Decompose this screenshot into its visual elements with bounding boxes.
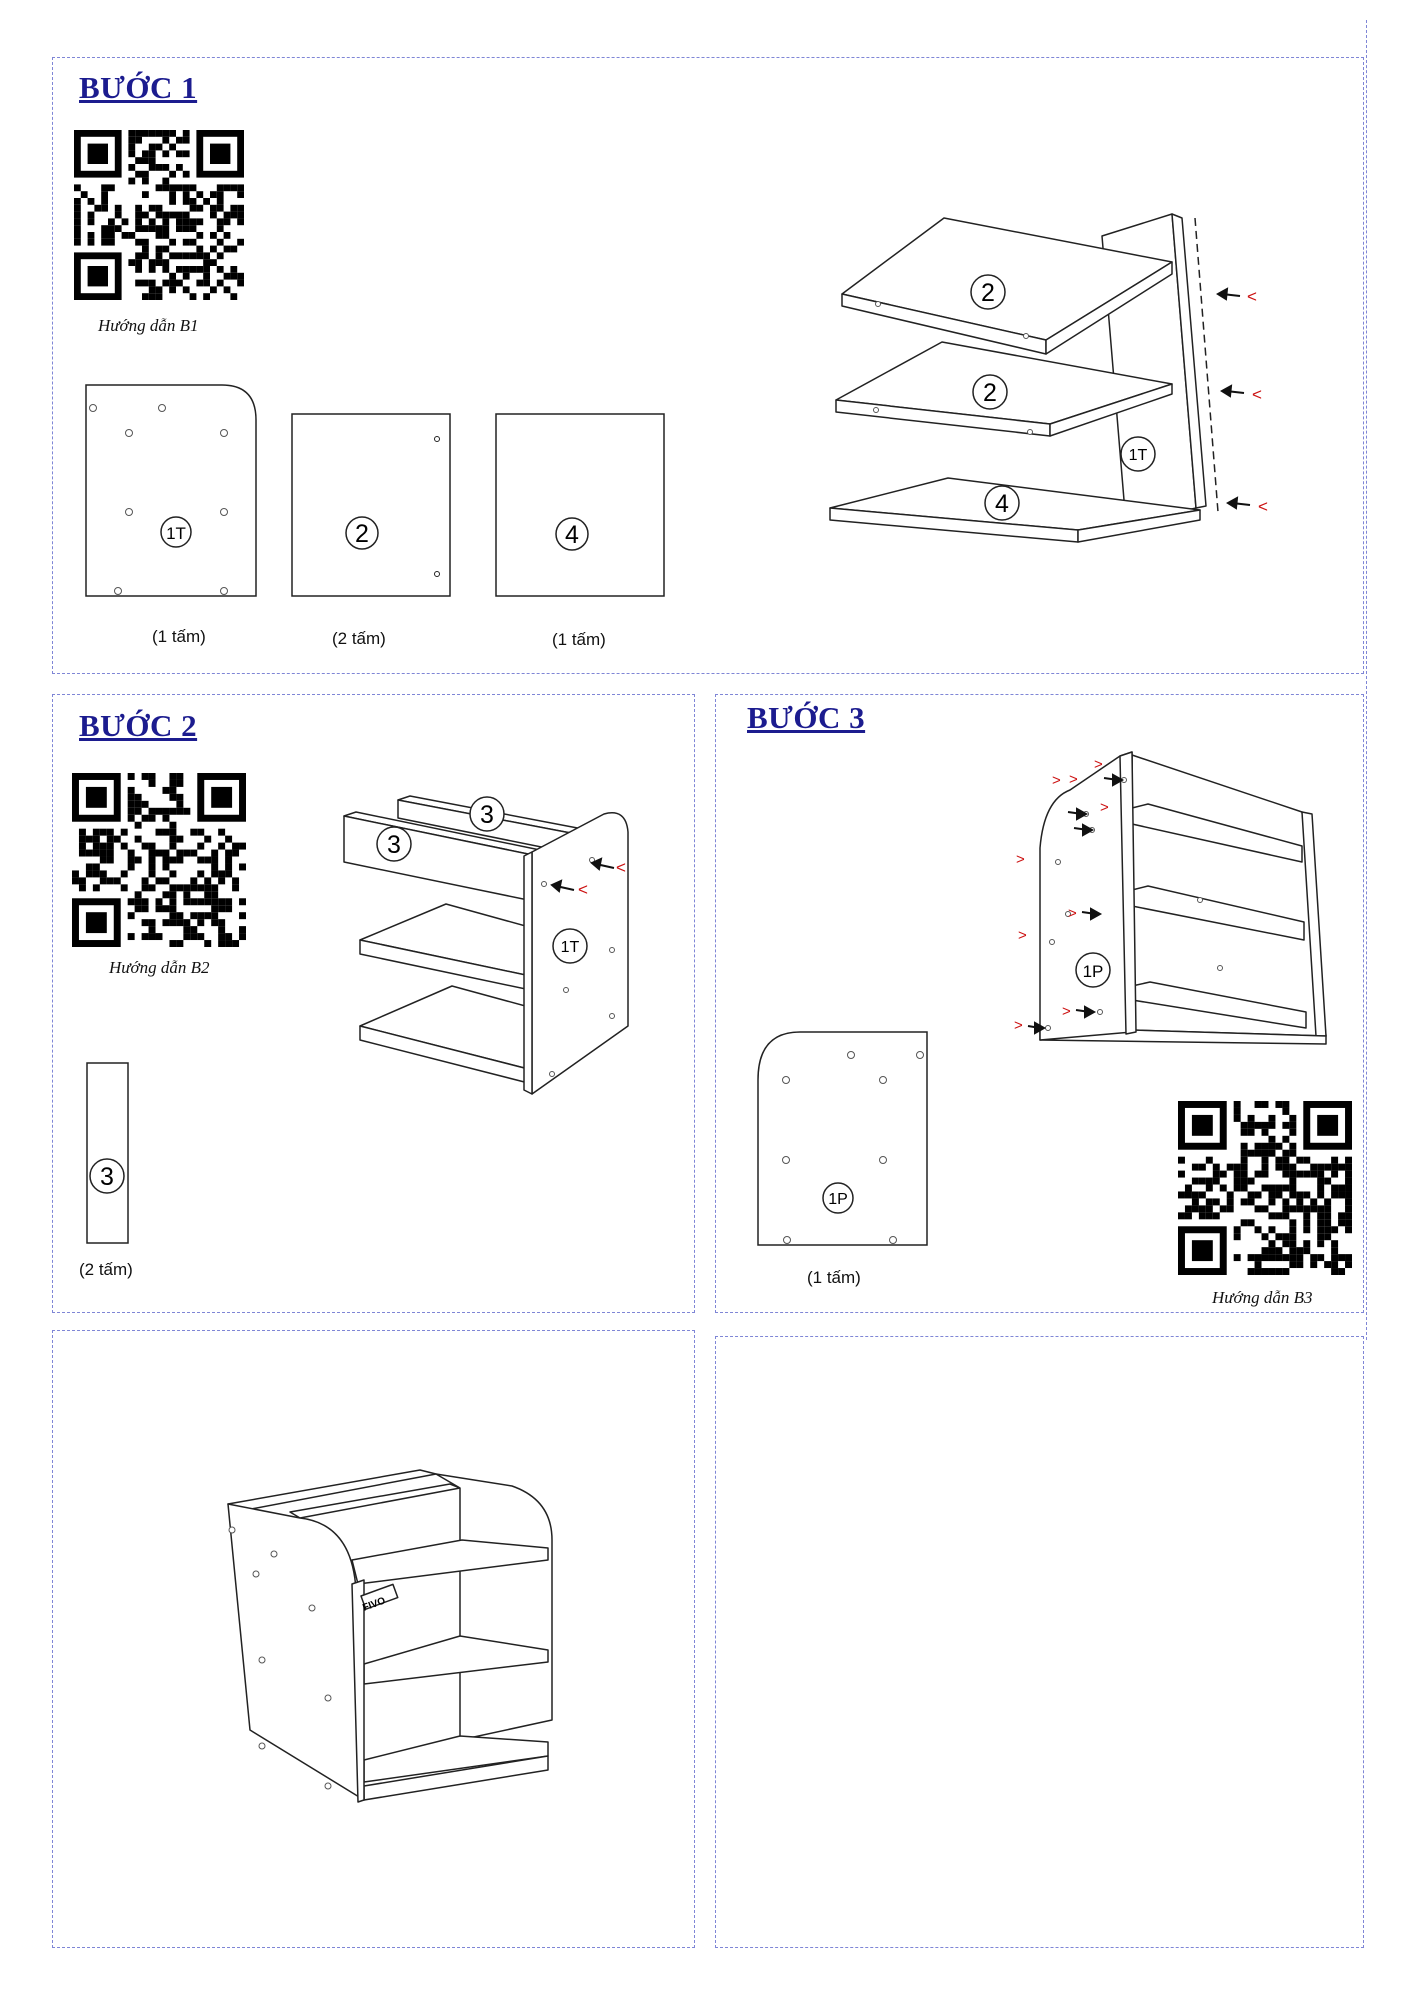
insert-arrow-icon [1027, 773, 1125, 1035]
arrow-mark: > [1016, 851, 1025, 868]
part-1P-qty: (1 tấm) [807, 1268, 861, 1287]
part-3-qty: (2 tấm) [79, 1260, 133, 1279]
arrow-mark: > [1100, 799, 1109, 816]
part-4-panel [495, 413, 665, 597]
final-panel [52, 1330, 695, 1948]
part-1T-panel [85, 384, 257, 597]
step1-title: BƯỚC 1 [79, 70, 198, 105]
step3-panel [715, 694, 1364, 1313]
arrow-mark: < [616, 858, 626, 877]
part-1T-qty: (1 tấm) [152, 627, 206, 646]
step1-circle-labels [970, 274, 1156, 521]
arrow-mark: > [1069, 771, 1078, 788]
part-1T-label: 1T [166, 524, 186, 543]
part-4-label: 4 [565, 521, 579, 549]
part-1P-panel [757, 1031, 928, 1246]
insert-arrow-icon [550, 857, 615, 893]
page-edge-line [1366, 20, 1367, 1340]
qr-code-icon [1178, 1101, 1352, 1280]
assembly2-label-back: 3 [480, 801, 494, 829]
step2-panel [52, 694, 695, 1313]
step2-circle-labels [376, 796, 588, 964]
step1-qr-caption: Hướng dẫn B1 [98, 316, 199, 335]
step3-title: BƯỚC 3 [747, 700, 866, 735]
arrow-mark: > [1018, 927, 1027, 944]
assembly1-label-bottom: 4 [995, 490, 1009, 518]
arrow-mark: < [1258, 497, 1268, 516]
qr-code-icon [72, 773, 246, 952]
part-4-qty: (1 tấm) [552, 630, 606, 649]
part-2-panel [291, 413, 451, 597]
arrow-mark: < [1252, 385, 1262, 404]
arrow-mark: < [578, 880, 588, 899]
part-2-qty: (2 tấm) [332, 629, 386, 648]
arrow-mark: > [1052, 772, 1061, 789]
assembly1-label-mid: 2 [983, 379, 997, 407]
part-3-panel [86, 1062, 129, 1244]
empty-panel [715, 1336, 1364, 1948]
part-3-label: 3 [100, 1163, 114, 1191]
assembly2-label-side: 1T [561, 939, 580, 956]
arrow-mark: > [1068, 905, 1077, 922]
part-2-label: 2 [355, 520, 369, 548]
assembly1-label-top: 2 [981, 279, 995, 307]
arrow-mark: < [1247, 287, 1257, 306]
arrow-mark: > [1062, 1003, 1071, 1020]
assembly3-label-side: 1P [1083, 962, 1104, 981]
arrow-mark: > [1014, 1017, 1023, 1034]
part-1P-label: 1P [828, 1191, 848, 1208]
arrow-mark: > [1094, 756, 1103, 773]
step3-assembly [1039, 751, 1327, 1045]
qr-code-icon [74, 130, 244, 305]
step2-title: BƯỚC 2 [79, 708, 198, 743]
step2-qr-caption: Hướng dẫn B2 [109, 958, 210, 977]
insert-arrow-icon [1216, 287, 1251, 510]
assembly1-label-side: 1T [1129, 447, 1148, 464]
assembly2-label-front: 3 [387, 831, 401, 859]
step3-qr-caption: Hướng dẫn B3 [1212, 1288, 1313, 1307]
step1-panel [52, 57, 1364, 674]
